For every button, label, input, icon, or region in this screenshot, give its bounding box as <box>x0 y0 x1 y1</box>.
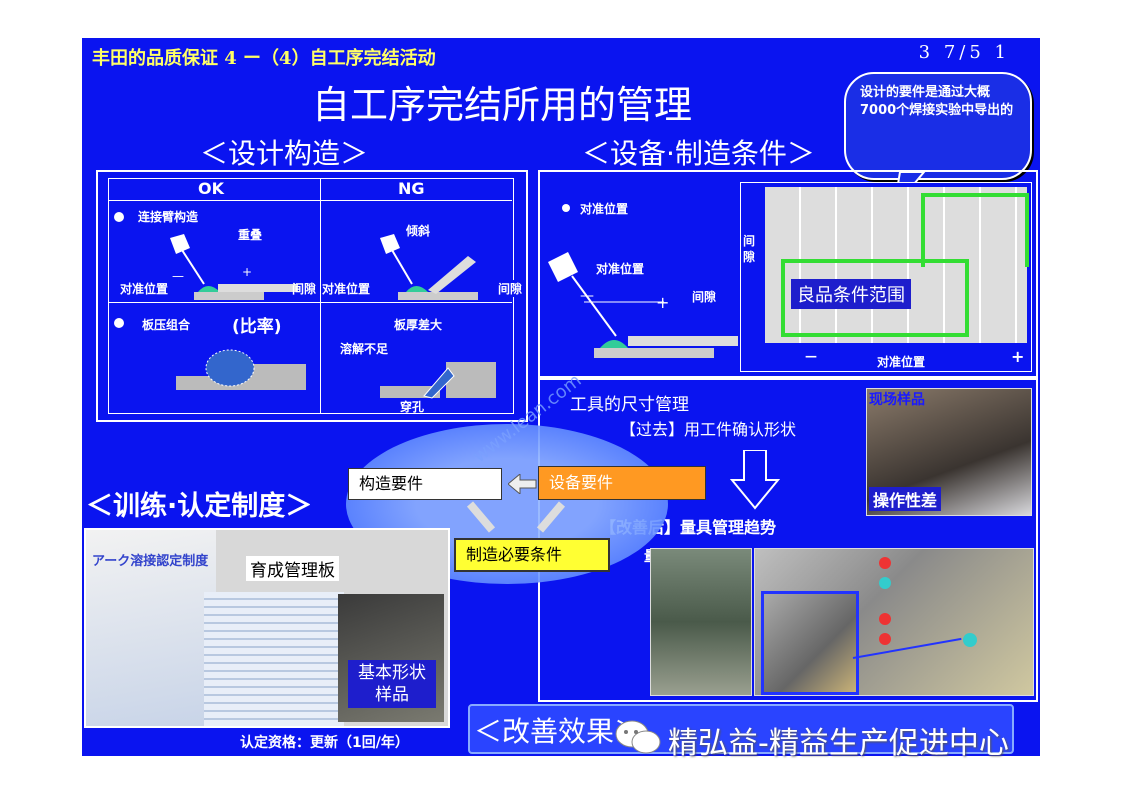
poster-title: アーク溶接認定制度 <box>92 554 209 569</box>
align2-label: 对准位置 <box>596 262 645 276</box>
marker-icon <box>879 613 891 625</box>
joint-label: 连接臂构造 <box>138 210 199 224</box>
manufacturing-box: 制造必要条件 <box>454 538 610 572</box>
axis-label: 对准位置 <box>877 355 926 369</box>
bullet-icon <box>114 318 124 328</box>
structure-box: 构造要件 <box>348 468 502 500</box>
marker-icon <box>963 633 977 647</box>
svg-text:+: + <box>656 293 669 312</box>
svg-text:—: — <box>580 288 594 304</box>
under-melt-label: 溶解不足 <box>340 342 389 356</box>
down-arrow-icon <box>730 450 780 510</box>
equipment-panel: 对准位置 对准位置 间隙 — + 良品条件范围 间隙 — 对准位置 + <box>538 170 1038 378</box>
chat-icon <box>615 720 661 754</box>
cert-label: 认定资格：更新（1回/年） <box>240 735 409 751</box>
operability-label: 操作性差 <box>869 487 942 511</box>
gap-mid-label: 间隙 <box>292 282 317 296</box>
align1-label: 对准位置 <box>580 202 629 216</box>
tilt-label: 倾斜 <box>406 224 431 238</box>
page-title: 自工序完结所用的管理 <box>312 83 693 127</box>
hole-label: 穿孔 <box>400 400 425 414</box>
design-panel: OK NG 连接臂构造 重叠 倾斜 — + 对准位置 间隙 对准位置 间隙 板压… <box>96 170 528 422</box>
condition-chart: 良品条件范围 间隙 — 对准位置 + <box>740 182 1032 372</box>
equipment-heading: ＜设备·制造条件＞ <box>582 137 815 170</box>
axis-plus: + <box>1011 347 1025 366</box>
ng-weld-diagram <box>380 234 478 300</box>
plate-combo-diagram <box>176 349 306 390</box>
overlap-label: 重叠 <box>238 228 263 242</box>
design-heading: ＜设计构造＞ <box>200 137 369 170</box>
ok-label: OK <box>198 179 224 198</box>
bullet-icon <box>114 212 124 222</box>
training-heading: ＜训练·认定制度＞ <box>86 491 313 522</box>
align-left-label: 对准位置 <box>120 282 169 296</box>
plate-diff-label: 板厚差大 <box>394 318 443 332</box>
diagonal-arrows <box>466 501 566 533</box>
plate-diff-diagram <box>380 362 496 399</box>
marker-icon <box>879 557 891 569</box>
callout-bubble: 设计的要件是通过大概7000个焊接实验中导出的 <box>844 72 1032 180</box>
field-sample-label: 现场样品 <box>869 392 925 408</box>
good-range-region-upper <box>921 193 1029 267</box>
ng-label: NG <box>398 179 425 198</box>
board-photo <box>204 592 344 726</box>
good-range-label: 良品条件范围 <box>791 279 911 309</box>
plate-combo-label: 板压组合 <box>142 318 191 332</box>
sample-label: 基本形状样品 <box>348 660 436 708</box>
axis-minus: — <box>805 349 817 363</box>
connector-line <box>852 637 962 659</box>
svg-text:—: — <box>172 269 184 283</box>
good-range-region <box>781 259 969 337</box>
callout-text: 设计的要件是通过大概7000个焊接实验中导出的 <box>860 85 1014 118</box>
gauge-photo <box>650 548 752 696</box>
bullet-icon <box>562 204 570 212</box>
brand-watermark: 精弘益-精益生产促进中心 <box>668 726 1009 761</box>
training-panel: アーク溶接認定制度 育成管理板 基本形状样品 <box>84 528 450 728</box>
inset-photo <box>761 591 859 695</box>
field-sample-photo: 现场样品 操作性差 <box>866 388 1032 516</box>
effect-banner <box>468 704 1014 754</box>
gap-right-label: 间隙 <box>494 280 527 297</box>
gap-vertical-label: 间隙 <box>743 234 756 264</box>
ratio-label: (比率) <box>232 317 282 337</box>
align-mid-label: 对准位置 <box>322 282 371 296</box>
gap-label: 间隙 <box>692 290 717 304</box>
slide: 丰田的品质保证 4 ー（4）自工序完结活动 3 7/5 1 自工序完结所用的管理… <box>82 38 1040 756</box>
poster-photo <box>86 530 216 726</box>
equipment-weld-diagram: — + <box>548 252 738 358</box>
workcell-photo <box>754 548 1034 696</box>
grid-vline <box>320 178 321 414</box>
board-label: 育成管理板 <box>246 556 339 581</box>
chart-grid <box>765 187 1027 343</box>
left-arrow-icon <box>508 474 537 494</box>
grid-hline <box>108 200 512 201</box>
page-number: 3 7/5 1 <box>918 42 1010 63</box>
ok-weld-diagram: — + <box>170 234 298 300</box>
section-title: 丰田的品质保证 4 ー（4）自工序完结活动 <box>92 48 436 69</box>
marker-icon <box>879 577 891 589</box>
tools-past: 【过去】用工件确认形状 <box>620 420 797 439</box>
svg-text:+: + <box>242 265 252 279</box>
marker-icon <box>879 633 891 645</box>
effect-label: ＜改善效果＞ <box>474 715 643 748</box>
grid-hline-mid <box>108 302 512 303</box>
tools-panel: 工具的尺寸管理 【过去】用工件确认形状 【改善后】量具管理趋势 量具 现场样品 … <box>538 378 1038 702</box>
equipment-req-box: 设备要件 <box>538 466 706 500</box>
tools-title: 工具的尺寸管理 <box>570 395 689 415</box>
